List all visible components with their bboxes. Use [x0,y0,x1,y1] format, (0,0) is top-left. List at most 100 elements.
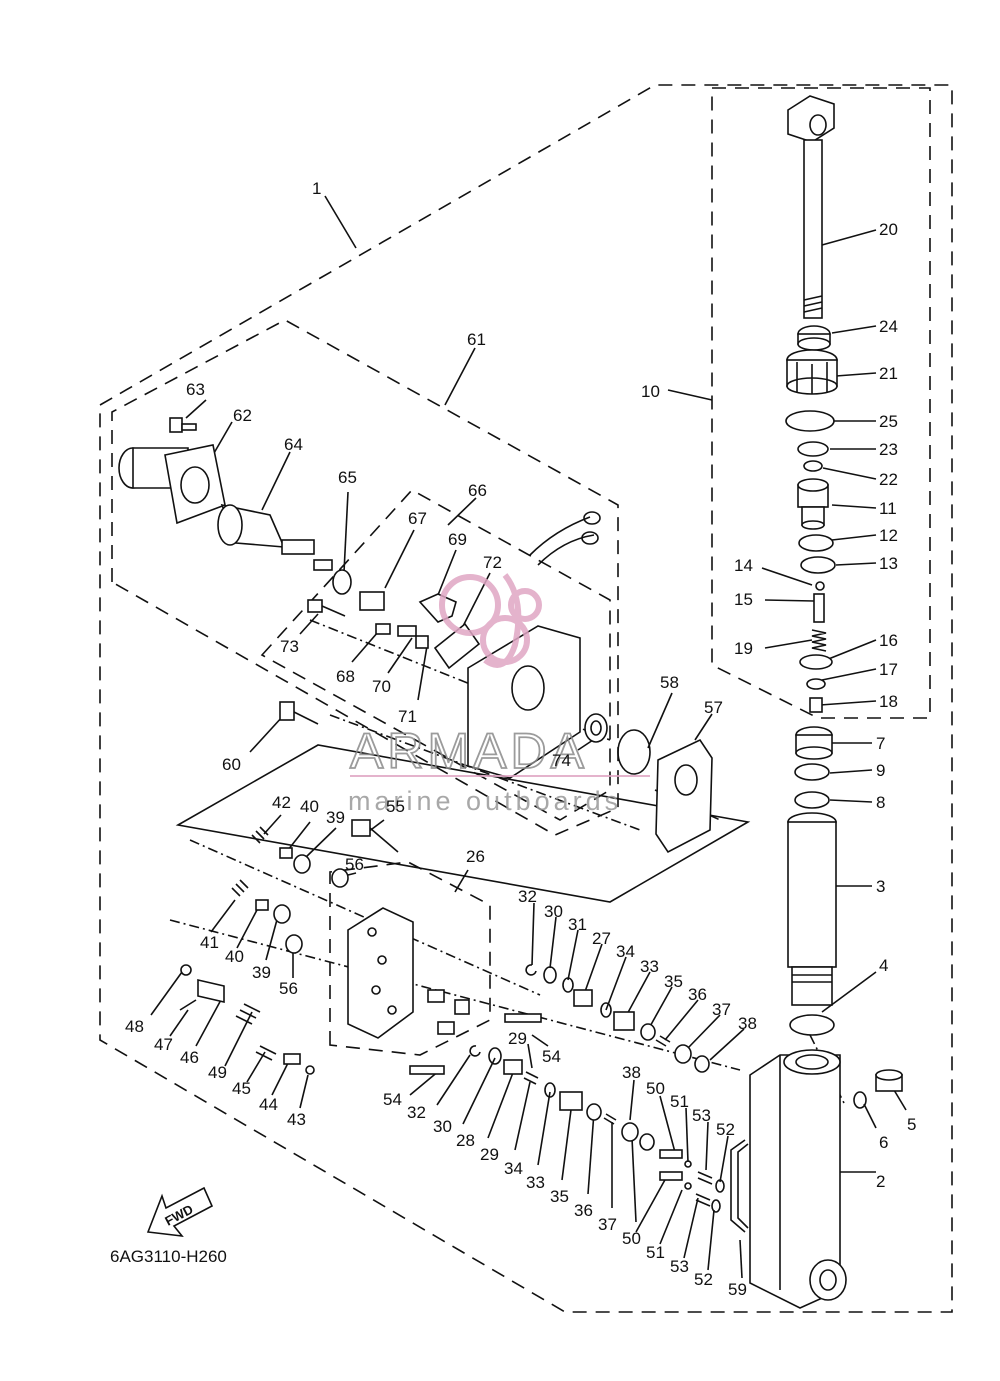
callout-label: 54 [542,1047,561,1066]
callout-labels: 1 61 63 62 64 65 66 67 69 72 73 68 70 71… [125,179,916,1299]
callout-label: 19 [734,639,753,658]
callout-label: 62 [233,406,252,425]
callout-label: 54 [383,1090,402,1109]
callout-label: 40 [300,797,319,816]
callout-label: 68 [336,667,355,686]
callout-label: 40 [225,947,244,966]
callout-label: 30 [433,1117,452,1136]
callout-label: 65 [338,468,357,487]
callout-label: 12 [879,526,898,545]
callout-label: 38 [738,1014,757,1033]
callout-label: 38 [622,1063,641,1082]
part-65-washer [332,569,352,595]
part-8-o-ring [794,791,830,809]
part-25-o-ring [785,410,835,432]
assembly-66-boundary [260,488,611,821]
callout-label: 63 [186,380,205,399]
watermark-brand: ARMADA [350,723,588,779]
callout-label: 7 [876,734,885,753]
callout-label: 45 [232,1079,251,1098]
callout-label: 36 [574,1201,593,1220]
callout-label: 56 [279,979,298,998]
part-63-bolt [169,417,197,433]
part-22-ring [803,460,823,472]
part-14-ball [815,581,825,591]
callout-label: 27 [592,929,611,948]
callout-label: 53 [670,1257,689,1276]
part-6-o-ring [853,1091,867,1109]
callout-label: 48 [125,1017,144,1036]
callout-label: 56 [345,855,364,874]
part-68-clip [375,623,391,635]
callout-label: 25 [879,412,898,431]
callout-label: 35 [664,972,683,991]
callout-label: 53 [692,1106,711,1125]
callout-label: 72 [483,553,502,572]
callout-label: 39 [252,963,271,982]
callout-label: 44 [259,1095,278,1114]
callout-label: 57 [704,698,723,717]
part-73-screw [307,599,346,617]
part-62-motor-housing [118,444,226,525]
callout-label: 18 [879,692,898,711]
part-24-cap [797,325,831,351]
assembly-1-boundary [99,84,953,1313]
part-3-inner-cylinder [787,812,837,1006]
callout-label: 2 [876,1172,885,1191]
callout-label: 9 [876,761,885,780]
callout-label: 24 [879,317,898,336]
callout-label: 21 [879,364,898,383]
callout-label: 32 [407,1103,426,1122]
part-13-washer [800,556,836,574]
callout-label: 14 [734,556,753,575]
callout-label: 37 [598,1215,617,1234]
callout-label: 74 [552,751,571,770]
callout-label: 17 [879,660,898,679]
diagram-code: 6AG3110-H260 [110,1247,227,1266]
part-57-gasket [655,738,713,854]
callout-label: 20 [879,220,898,239]
callout-label: 33 [640,957,659,976]
callout-label: 34 [616,942,635,961]
watermark-tagline: marine outboards [348,786,622,816]
valve-right-row-1 [525,964,710,1073]
callout-label: 50 [646,1079,665,1098]
callout-label: 33 [526,1173,545,1192]
callout-label: 29 [480,1145,499,1164]
part-17-ring [806,678,826,690]
part-70-spring [397,625,417,637]
callout-label: 37 [712,1000,731,1019]
callout-label: 22 [879,470,898,489]
part-19-spring [811,629,827,652]
part-20-tilt-rod [787,95,835,319]
callout-label: 60 [222,755,241,774]
callout-label: 35 [550,1187,569,1206]
callout-label: 29 [508,1029,527,1048]
callout-label: 31 [568,915,587,934]
part-64-armature [217,503,333,571]
part-60-bolt [279,701,319,725]
callout-label: 51 [646,1243,665,1262]
part-12-o-ring [798,534,834,552]
part-58-o-ring [617,729,651,775]
part-59-wire-clip [730,1139,749,1233]
callout-label: 55 [386,797,405,816]
valve-plane-outline [175,744,751,903]
callout-label: 32 [518,887,537,906]
part-23-washer [797,441,829,457]
part-21-gland-nut [786,349,838,395]
part-11-piston [797,478,829,530]
callout-label: 42 [272,793,291,812]
assembly-61-boundary [111,319,619,836]
part-74-bearing [584,713,608,743]
part-69-brush-holder [418,593,457,623]
part-2-cylinder-body [749,1049,847,1309]
fwd-arrow-icon: FWD [146,1186,214,1238]
callout-label: 26 [466,847,485,866]
callout-label: 61 [467,330,486,349]
valve-small-parts [179,826,542,1075]
part-15-pin [813,593,825,623]
callout-label: 4 [879,956,888,975]
callout-label: 13 [879,554,898,573]
callout-label: 11 [879,499,897,518]
